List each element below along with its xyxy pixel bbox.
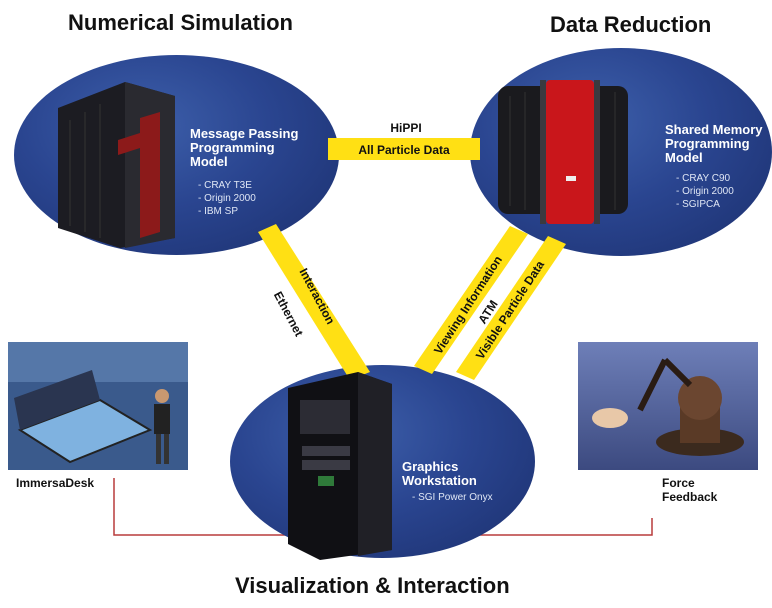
- shared-memory-item-1: - CRAY C90: [676, 173, 731, 184]
- visualization-title: Visualization & Interaction: [235, 573, 510, 598]
- hippi-link: [328, 138, 480, 160]
- atm-link-visible: [456, 236, 566, 380]
- force-feedback-connector: [400, 518, 653, 536]
- graphics-workstation-title-2: Workstation: [402, 473, 477, 488]
- immersadesk-image: [8, 342, 188, 470]
- numerical-simulation-title: Numerical Simulation: [68, 10, 293, 35]
- message-passing-item-2: - Origin 2000: [198, 193, 256, 204]
- onyx-workstation-image: [288, 372, 392, 560]
- shared-memory-title-1: Shared Memory: [665, 122, 763, 137]
- shared-memory-item-2: - Origin 2000: [676, 186, 734, 197]
- graphics-workstation-item-1: - SGI Power Onyx: [412, 492, 493, 503]
- t3e-computer-image: [58, 82, 175, 248]
- message-passing-title-2: Programming: [190, 140, 275, 155]
- data-reduction-title: Data Reduction: [550, 12, 712, 37]
- c90-computer-image: [498, 80, 628, 224]
- shared-memory-item-3: - SGIPCA: [676, 199, 720, 210]
- immersadesk-label: ImmersaDesk: [16, 476, 95, 490]
- force-feedback-image: [578, 342, 758, 470]
- shared-memory-title-3: Model: [665, 150, 703, 165]
- immersadesk-connector: [113, 478, 300, 536]
- force-feedback-label-2: Feedback: [662, 490, 718, 504]
- message-passing-title-3: Model: [190, 154, 228, 169]
- graphics-workstation-title-1: Graphics: [402, 459, 459, 474]
- hippi-label: HiPPI: [390, 121, 421, 135]
- ethernet-link: [258, 224, 370, 380]
- atm-link-viewing: [414, 226, 528, 374]
- force-feedback-label-1: Force: [662, 476, 695, 490]
- all-particle-data-label: All Particle Data: [358, 143, 450, 157]
- message-passing-item-1: - CRAY T3E: [198, 180, 252, 191]
- message-passing-item-3: - IBM SP: [198, 206, 239, 217]
- shared-memory-title-2: Programming: [665, 136, 750, 151]
- message-passing-title-1: Message Passing: [190, 126, 299, 141]
